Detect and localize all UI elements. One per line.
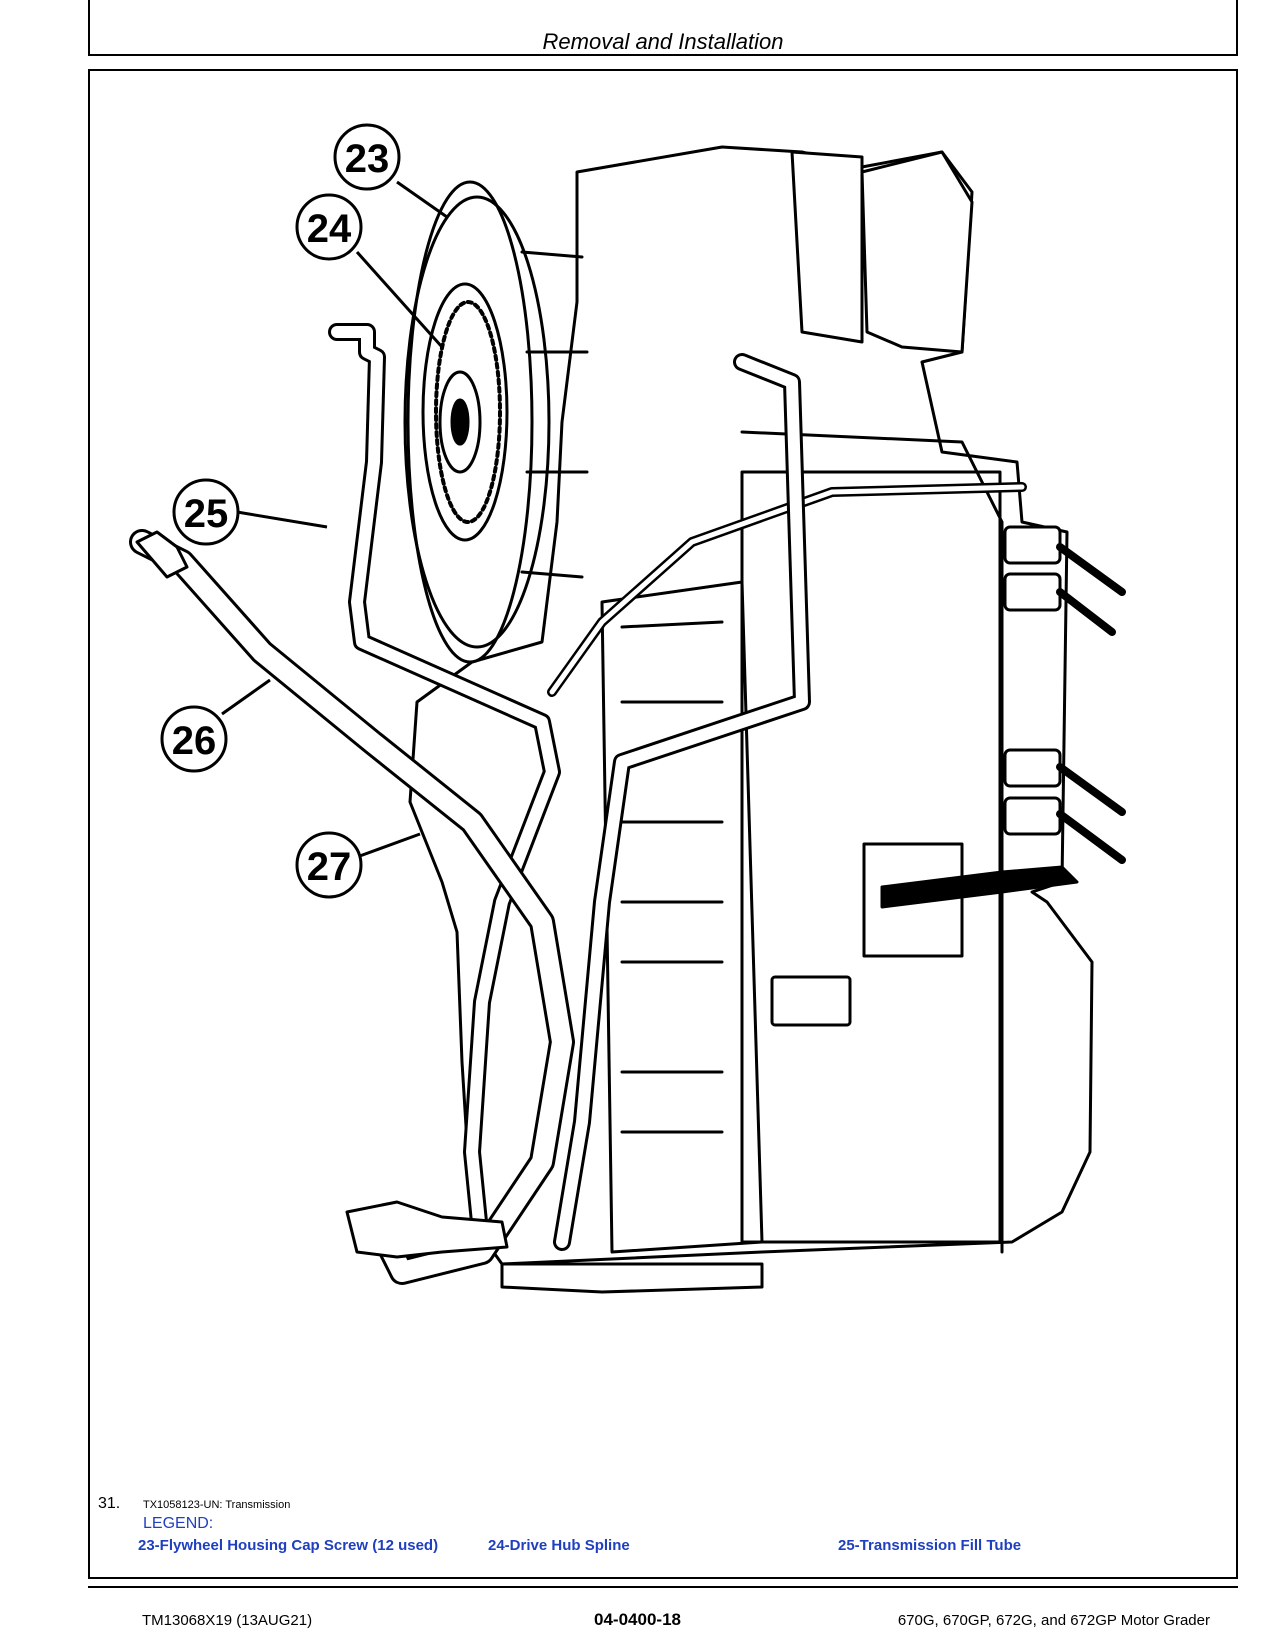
callout-25: 25 xyxy=(172,478,240,546)
legend-item-24[interactable]: 24-Drive Hub Spline xyxy=(488,1537,630,1554)
footer-doc-id: TM13068X19 (13AUG21) xyxy=(142,1612,313,1629)
legend-title: LEGEND: xyxy=(143,1515,214,1532)
legend-item-25[interactable]: 25-Transmission Fill Tube xyxy=(838,1537,1022,1554)
figure-number: 31. xyxy=(98,1495,121,1512)
page-header: Removal and Installation xyxy=(88,0,1238,56)
figure-frame: 23 24 25 26 27 31. TX1058123-UN: Transmi… xyxy=(88,69,1238,1579)
svg-text:24: 24 xyxy=(307,207,352,251)
svg-text:26: 26 xyxy=(172,719,217,763)
header-title: Removal and Installation xyxy=(542,29,784,54)
callout-24: 24 xyxy=(295,193,363,261)
figure-caption: TX1058123-UN: Transmission xyxy=(143,1499,291,1511)
callout-23: 23 xyxy=(333,123,401,191)
svg-text:23: 23 xyxy=(345,137,390,181)
callout-26: 26 xyxy=(160,705,228,773)
footer-models: 670G, 670GP, 672G, and 672GP Motor Grade… xyxy=(897,1612,1210,1629)
callout-27: 27 xyxy=(295,831,363,899)
svg-text:27: 27 xyxy=(307,845,352,889)
footer-rule xyxy=(88,1586,1238,1588)
transmission-illustration: 23 24 25 26 27 xyxy=(129,123,1126,1294)
legend-item-23[interactable]: 23-Flywheel Housing Cap Screw (12 used) xyxy=(138,1537,439,1554)
svg-text:25: 25 xyxy=(184,492,229,536)
footer-page-number: 04-0400-18 xyxy=(594,1610,681,1629)
